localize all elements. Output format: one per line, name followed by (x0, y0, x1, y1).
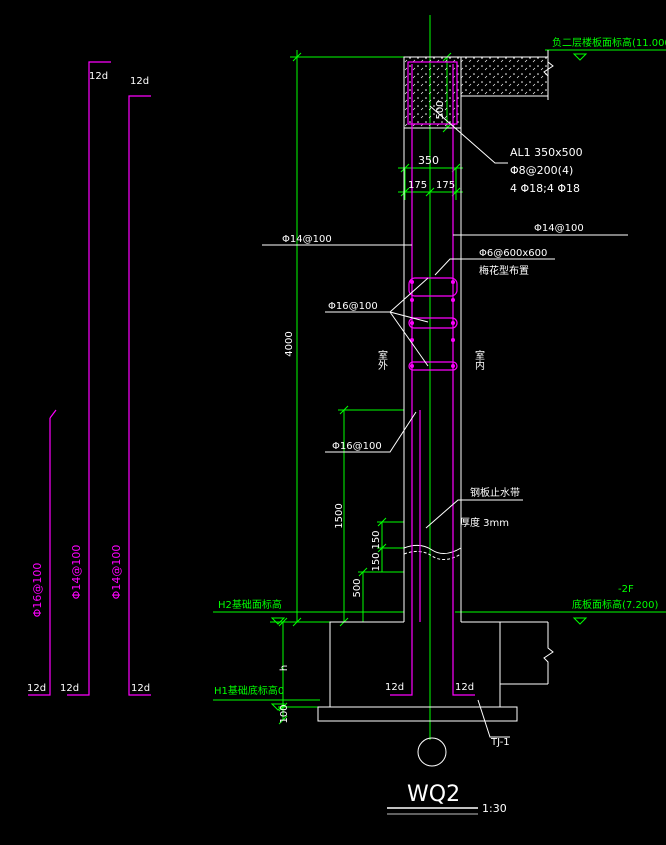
rebar-detail-1-label: Φ16@100 (31, 563, 44, 618)
inside-label: 室内 (473, 349, 485, 371)
leader-lines (262, 105, 628, 738)
top-slab-level-label: 负二层楼板面标高(11.000) (552, 36, 666, 49)
blinding-layer (317, 706, 518, 722)
waterstop-dim-b: 150 (371, 552, 382, 571)
tie-arrangement-label: 梅花型布置 (479, 264, 529, 277)
kicker-dim: 500 (352, 578, 363, 597)
blinding-dim: 100 (279, 704, 290, 723)
waterstop-label-1: 钢板止水带 (470, 486, 520, 499)
h2-level-label: H2基础面标高 (218, 598, 282, 611)
axis-bubble (417, 737, 447, 767)
rebar-detail-2-hook-bottom: 12d (60, 683, 79, 694)
lap-length-dim: 1500 (334, 503, 345, 528)
rebar-detail-2: 12d Φ14@100 12d (60, 61, 111, 696)
rebar-detail-3-hook-bottom: 12d (131, 683, 150, 694)
waterstop-dim-a: 150 (371, 530, 382, 549)
wall-width-dim: 350 (418, 154, 439, 167)
steel-waterstop (403, 544, 462, 554)
beam-depth-dim: 500 (435, 100, 446, 119)
rebar-dots (410, 280, 455, 368)
rebar-detail-3-hook-top: 12d (130, 76, 149, 87)
wall-title: WQ2 (407, 782, 460, 807)
beam-bars-label: 4 Φ18;4 Φ18 (510, 182, 580, 195)
tie-bar-label: Φ6@600x600 (479, 248, 547, 259)
h1-level-label: H1基础底标高0 (214, 684, 284, 697)
rebar-detail-2-label: Φ14@100 (70, 545, 83, 600)
waterstop-label-2: 厚度 3mm (460, 516, 509, 529)
wall-concrete (317, 50, 554, 722)
beam-tag-label: AL1 350x500 (510, 146, 583, 159)
footing-tag-label: TJ-1 (490, 737, 510, 748)
half-right-dim: 175 (436, 180, 455, 191)
wall-height-dim: 4000 (284, 331, 295, 356)
rebar-detail-2-hook-top: 12d (89, 71, 108, 82)
floor-name-label: -2F (618, 584, 634, 595)
top-slab-section (460, 56, 549, 97)
bar-lower-label: Φ16@100 (332, 441, 382, 452)
wall-rebar (390, 61, 475, 696)
half-left-dim: 175 (408, 180, 427, 191)
beam-stirrup-label: Φ8@200(4) (510, 164, 573, 177)
level-markers (270, 53, 588, 711)
right-hook-label: 12d (455, 682, 474, 693)
bar-upper-label: Φ16@100 (328, 301, 378, 312)
rebar-detail-1: Φ16@100 12d (27, 409, 57, 696)
left-hook-label: 12d (385, 682, 404, 693)
wall-outer-bar-label: Φ14@100 (282, 234, 332, 245)
scale-label: 1:30 (482, 802, 507, 815)
wall-inner-bar-label: Φ14@100 (534, 223, 584, 234)
rebar-detail-3: 12d Φ14@100 12d (110, 76, 151, 696)
outside-label: 室外 (376, 349, 388, 371)
rebar-detail-1-hook-bottom: 12d (27, 683, 46, 694)
floor-level-label: 底板面标高(7.200) (572, 598, 659, 611)
rebar-detail-3-label: Φ14@100 (110, 545, 123, 600)
beam-al1-section (403, 56, 462, 129)
footing-height-dim: h (279, 665, 290, 671)
